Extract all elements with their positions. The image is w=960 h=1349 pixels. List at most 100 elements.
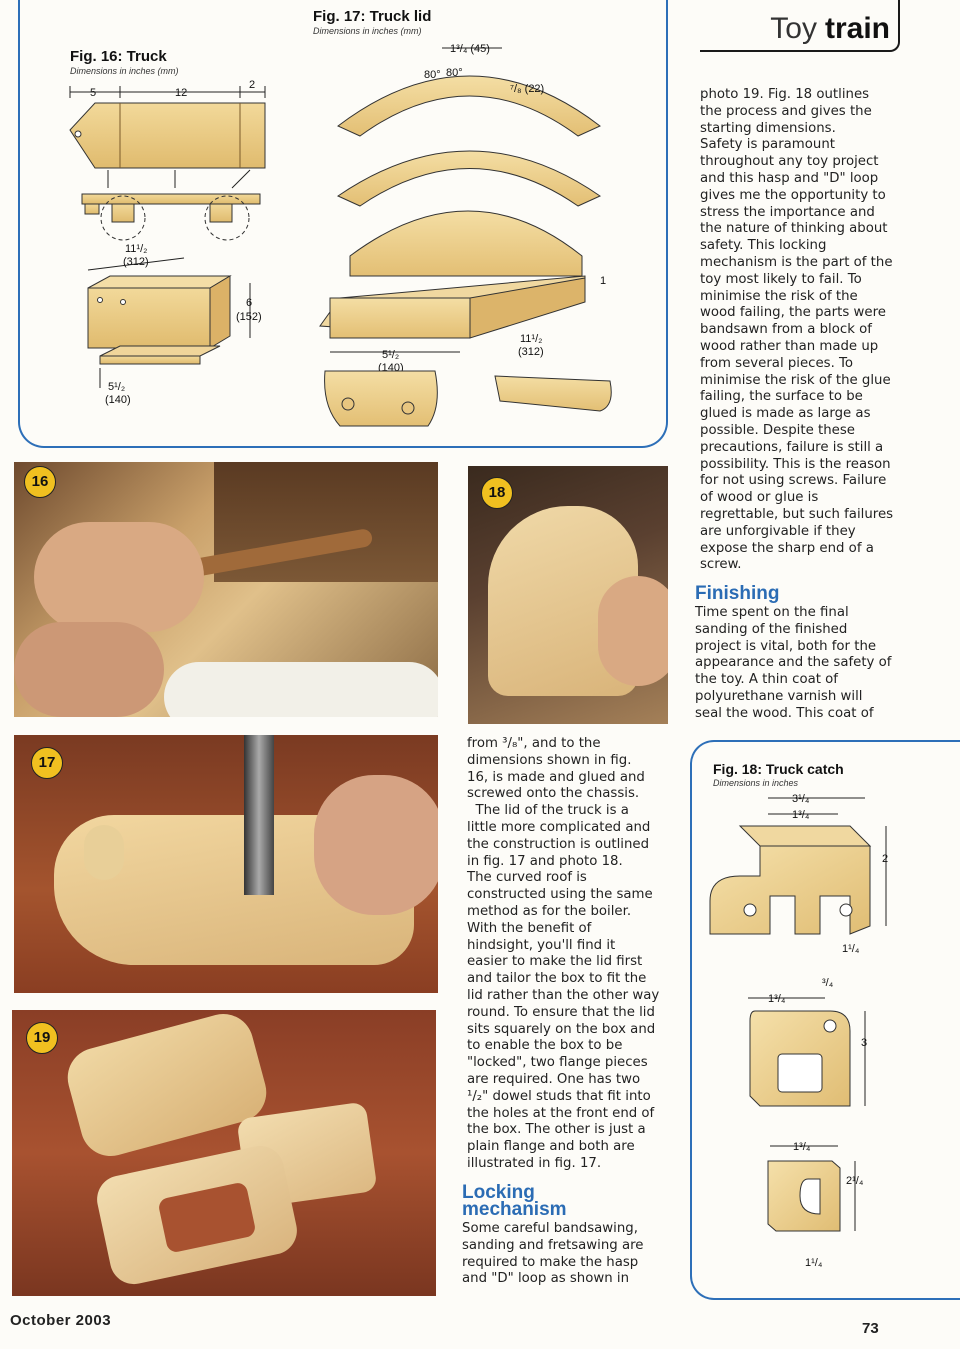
fig17-dim-134: 1³/₄ (45): [450, 43, 490, 55]
photo-16: [14, 462, 438, 717]
middle-column-line: "locked", two flange pieces: [467, 1055, 648, 1071]
fig16-dim-140: (140): [105, 394, 131, 406]
right-column-line: throughout any toy project: [700, 154, 879, 170]
right-column-line: wood rather than made up: [700, 338, 879, 354]
right-column-line: bandsawn from a block of: [700, 322, 872, 338]
photo-16-badge: 16: [24, 466, 56, 498]
middle-column-line: from ³/₈", and to the: [467, 736, 601, 751]
fig18-dim-2: 2: [882, 853, 888, 865]
photo-19-badge: 19: [26, 1022, 58, 1054]
fig16-diagram: 5 12 2 11¹/₂ (312) 6 (152) 5¹/₂ (140): [69, 79, 266, 406]
middle-column-line: hindsight, you'll find it: [467, 937, 616, 953]
page-number: 73: [862, 1320, 879, 1337]
fig16-subtitle: Dimensions in inches (mm): [70, 66, 179, 76]
right-column-line: possible. Despite these: [700, 422, 855, 438]
middle-column-line: sits squarely on the box and: [467, 1021, 656, 1037]
right-column-line: possibility. This is the reason: [700, 456, 891, 472]
middle-column-line: dimensions shown in fig.: [467, 752, 632, 768]
fig17-dim-78: ⁷/₈ (22): [510, 83, 544, 95]
right-column-line: are unforgivable if they: [700, 523, 856, 539]
fig17-dim-115: 11¹/₂: [520, 333, 542, 345]
finishing-heading: Finishing: [695, 583, 780, 604]
fig16-dim-6: 6: [246, 297, 252, 309]
locking-heading-line1: Locking: [462, 1182, 535, 1203]
right-column-line: minimise the risk of the glue: [700, 372, 891, 388]
fig17-angle-2: 80°: [446, 67, 463, 79]
finishing-line: project is vital, both for the: [695, 638, 877, 654]
middle-column-line: in fig. 17 and photo 18.: [467, 853, 623, 869]
fig17-dim-312: (312): [518, 346, 544, 358]
middle-column-line: constructed using the same: [467, 887, 653, 903]
photo-17: [14, 735, 438, 993]
locking-heading-line2: mechanism: [462, 1199, 567, 1220]
middle-column-line: 16, is made and glued and: [467, 769, 645, 785]
middle-column-line: are required. One has two: [467, 1071, 641, 1087]
right-column-line: for not using screws. Failure: [700, 473, 887, 489]
finishing-line: seal the wood. This coat of: [695, 705, 874, 721]
photo-18-badge: 18: [481, 477, 513, 509]
right-column-line: safety. This locking: [700, 238, 827, 254]
middle-column-line: easier to make the lid first: [467, 954, 643, 970]
fig17-dim-1: 1: [600, 275, 606, 287]
locking-line: sanding and fretsawing are: [462, 1237, 644, 1253]
right-column-line: and this hasp and "D" loop: [700, 170, 879, 186]
middle-column-line: the holes at the front end of: [467, 1105, 655, 1121]
finishing-line: sanding of the finished: [695, 621, 848, 637]
fig18-dim-134b: 1³/₄: [768, 993, 786, 1005]
fig18-dim-134a: 1³/₄: [792, 809, 810, 821]
fig16-dim-5: 5: [90, 87, 96, 99]
fig18-dim-114b: 1¹/₄: [805, 1257, 823, 1269]
middle-column-line: screwed onto the chassis.: [467, 786, 640, 802]
fig16-dim-11: 11¹/₂: [125, 243, 147, 255]
right-column-line: regrettable, but such failures: [700, 506, 894, 522]
middle-column-line: little more complicated and: [467, 819, 651, 835]
right-column-line: toy most likely to fail. To: [700, 271, 862, 287]
fig16-dim-12: 12: [175, 87, 187, 99]
middle-column-line: to enable the box to be: [467, 1038, 623, 1054]
right-column-line: from several pieces. To: [700, 355, 854, 371]
finishing-line: Time spent on the final: [695, 605, 849, 620]
fig16-dim-312: (312): [123, 256, 149, 268]
right-column-line: Safety is paramount: [700, 137, 835, 153]
right-column-line: glued is made as large as: [700, 406, 871, 422]
right-column-line: the process and gives the: [700, 103, 872, 119]
middle-column-line: round. To ensure that the lid: [467, 1004, 655, 1020]
middle-column-line: the box. The other is just a: [467, 1122, 646, 1138]
middle-column-line: ¹/₂" dowel studs that fit into: [467, 1088, 651, 1104]
middle-column-line: illustrated in fig. 17.: [467, 1155, 602, 1171]
figure-frame-fig18: [690, 740, 960, 1300]
right-column-line: of wood or glue is: [700, 490, 819, 506]
photo-17-badge: 17: [31, 747, 63, 779]
right-column-line: minimise the risk of the: [700, 288, 858, 304]
right-column-line: gives me the opportunity to: [700, 187, 886, 203]
fig18-dim-134c: 1³/₄: [793, 1141, 811, 1153]
middle-column-line: The curved roof is: [467, 870, 587, 886]
fig17-subtitle: Dimensions in inches (mm): [313, 26, 422, 36]
middle-column-line: the construction is outlined: [467, 836, 650, 852]
right-column-line: starting dimensions.: [700, 120, 836, 136]
issue-date: October 2003: [10, 1312, 112, 1329]
fig17-angle-1: 80°: [424, 69, 441, 81]
locking-line: required to make the hasp: [462, 1254, 639, 1270]
middle-column-line: method as for the boiler.: [467, 903, 632, 919]
fig18-dim-3: 3: [861, 1037, 867, 1049]
fig17-title: Fig. 17: Truck lid: [313, 8, 432, 25]
right-column-line: photo 19. Fig. 18 outlines: [700, 87, 870, 102]
fig17-diagram: 1³/₄ (45) 80° 80° ⁷/₈ (22) 1 5¹/₂ (140) …: [319, 43, 612, 427]
right-column-line: wood failing, the parts were: [700, 305, 886, 321]
middle-column-line: With the benefit of: [467, 920, 592, 936]
locking-line: Some careful bandsawing,: [462, 1221, 638, 1236]
header-box: [700, 0, 900, 52]
right-column-line: expose the sharp end of a: [700, 540, 874, 556]
fig18-dim-314: 3¹/₄: [792, 793, 810, 805]
right-column-line: stress the importance and: [700, 204, 875, 220]
fig18-diagram: 3¹/₄ 1³/₄ 2 1¹/₄ 1³/₄ ³/₄ 3 1³/₄ 2¹/₄ 1¹…: [709, 793, 888, 1269]
right-column-line: failing, the surface to be: [700, 389, 863, 405]
middle-column-line: lid rather than the other way: [467, 987, 660, 1003]
fig18-subtitle: Dimensions in inches: [713, 778, 799, 788]
right-column-line: the nature of thinking about: [700, 221, 888, 237]
fig18-title: Fig. 18: Truck catch: [713, 761, 844, 777]
